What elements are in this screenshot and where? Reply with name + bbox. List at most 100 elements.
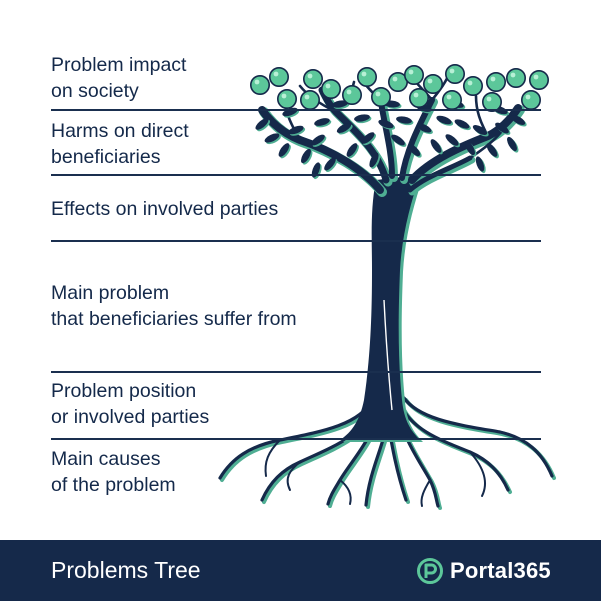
fruit-highlight xyxy=(392,76,398,82)
fruit-circle xyxy=(250,75,271,96)
tree-leaf xyxy=(454,119,470,129)
level-subtitle: beneficiaries xyxy=(51,146,161,168)
tree-leaf xyxy=(314,118,330,126)
level-title: Problem position xyxy=(51,380,197,402)
fruit-circle xyxy=(528,70,549,91)
level-subtitle: of the problem xyxy=(51,474,176,496)
tree-leaf xyxy=(354,114,370,122)
tree-illustration xyxy=(218,64,556,510)
fruit-circle xyxy=(356,67,377,88)
level-title: Main problem xyxy=(51,282,170,304)
fruit-circle xyxy=(320,79,341,100)
divider-rule xyxy=(51,438,541,440)
tree-leaf xyxy=(311,162,321,178)
tree-leaf xyxy=(255,118,269,130)
fruit-circle xyxy=(422,74,443,95)
tree-leaf xyxy=(346,143,358,157)
fruit-highlight xyxy=(525,94,531,100)
tree-fruits xyxy=(250,64,549,113)
level-title: Main causes xyxy=(51,448,161,470)
tree-leaf xyxy=(278,143,290,157)
fruit-highlight xyxy=(361,71,367,77)
footer-bar: Problems Tree Portal365 xyxy=(0,540,601,601)
level-title-rest: on direct xyxy=(108,120,189,142)
brand-name: Portal365 xyxy=(450,558,551,583)
tree-root xyxy=(398,402,510,492)
fruit-highlight xyxy=(307,73,313,79)
level-problem-impact: Problem impact on society xyxy=(51,52,186,104)
level-harms: Harms on direct beneficiaries xyxy=(51,118,189,170)
level-main-problem: Main problem that beneficiaries suffer f… xyxy=(51,280,297,332)
divider-rule xyxy=(51,109,541,111)
tree-leaf xyxy=(445,134,459,146)
tree-root-tendril xyxy=(264,439,281,477)
level-main-causes: Main causes of the problem xyxy=(51,446,176,498)
divider-rule xyxy=(51,174,541,176)
root-shadow xyxy=(400,404,512,494)
tree-leaf xyxy=(311,134,325,146)
fruit-circle xyxy=(462,76,483,97)
fruit-highlight xyxy=(427,78,433,84)
tree-leaf xyxy=(396,116,412,124)
fruit-circle xyxy=(341,85,362,106)
tree-root xyxy=(402,396,554,478)
tree-leaf xyxy=(465,140,475,156)
tree-leaf xyxy=(264,133,280,143)
fruit-highlight xyxy=(490,76,496,82)
level-title: Effects xyxy=(51,198,111,220)
fruit-circle xyxy=(268,67,289,88)
fruit-circle xyxy=(299,90,320,111)
fruit-highlight xyxy=(413,92,419,98)
fruit-circle xyxy=(520,90,541,111)
divider-rule xyxy=(51,371,541,373)
tree-leaf xyxy=(475,156,485,172)
fruit-highlight xyxy=(273,71,279,77)
tree-leaf xyxy=(332,100,348,108)
fruit-highlight xyxy=(346,89,352,95)
level-title: Problem impact xyxy=(51,54,187,76)
tree-leaf xyxy=(510,115,526,125)
footer-title: Problems Tree xyxy=(51,557,201,583)
tree-leaf xyxy=(324,157,336,171)
tree-leaf xyxy=(301,148,311,164)
tree-branch xyxy=(407,155,473,193)
fruit-highlight xyxy=(486,96,492,102)
tree-leaf xyxy=(430,139,442,153)
level-problem-position: Problem position or involved parties xyxy=(51,378,209,430)
tree-leaf xyxy=(472,125,488,135)
tree-root-tendril xyxy=(339,479,352,505)
tree-root-tendril xyxy=(420,479,431,507)
tree-leaf xyxy=(507,136,517,152)
brand-logo: Portal365 xyxy=(416,555,551,587)
tree-leaf xyxy=(288,125,304,135)
fruit-highlight xyxy=(449,68,455,74)
tree-leaf xyxy=(336,123,352,133)
fruit-circle xyxy=(370,87,391,108)
fruit-circle xyxy=(505,68,526,89)
tree-trunk xyxy=(340,175,423,442)
fruit-highlight xyxy=(510,72,516,78)
portal365-logo-icon xyxy=(417,558,443,584)
fruit-highlight xyxy=(254,79,260,85)
fruit-circle xyxy=(408,88,429,109)
tree-leaves xyxy=(255,100,527,180)
fruit-highlight xyxy=(467,80,473,86)
tree-leaf xyxy=(378,119,394,129)
fruit-highlight xyxy=(375,91,381,97)
fruit-highlight xyxy=(325,83,331,89)
level-subtitle: on society xyxy=(51,80,139,102)
tree-leaf xyxy=(361,132,375,144)
tree-leaf xyxy=(416,123,432,133)
fruit-circle xyxy=(276,89,297,110)
level-title-rest: on involved parties xyxy=(110,198,279,220)
tree-leaf xyxy=(369,152,379,168)
fruit-highlight xyxy=(533,74,539,80)
fruit-circle xyxy=(485,72,506,93)
fruit-circle xyxy=(441,90,462,111)
fruit-highlight xyxy=(446,94,452,100)
fruit-highlight xyxy=(281,93,287,99)
trunk-highlight xyxy=(383,299,393,411)
tree-leaf xyxy=(407,143,421,157)
level-subtitle: that beneficiaries suffer from xyxy=(51,308,297,330)
